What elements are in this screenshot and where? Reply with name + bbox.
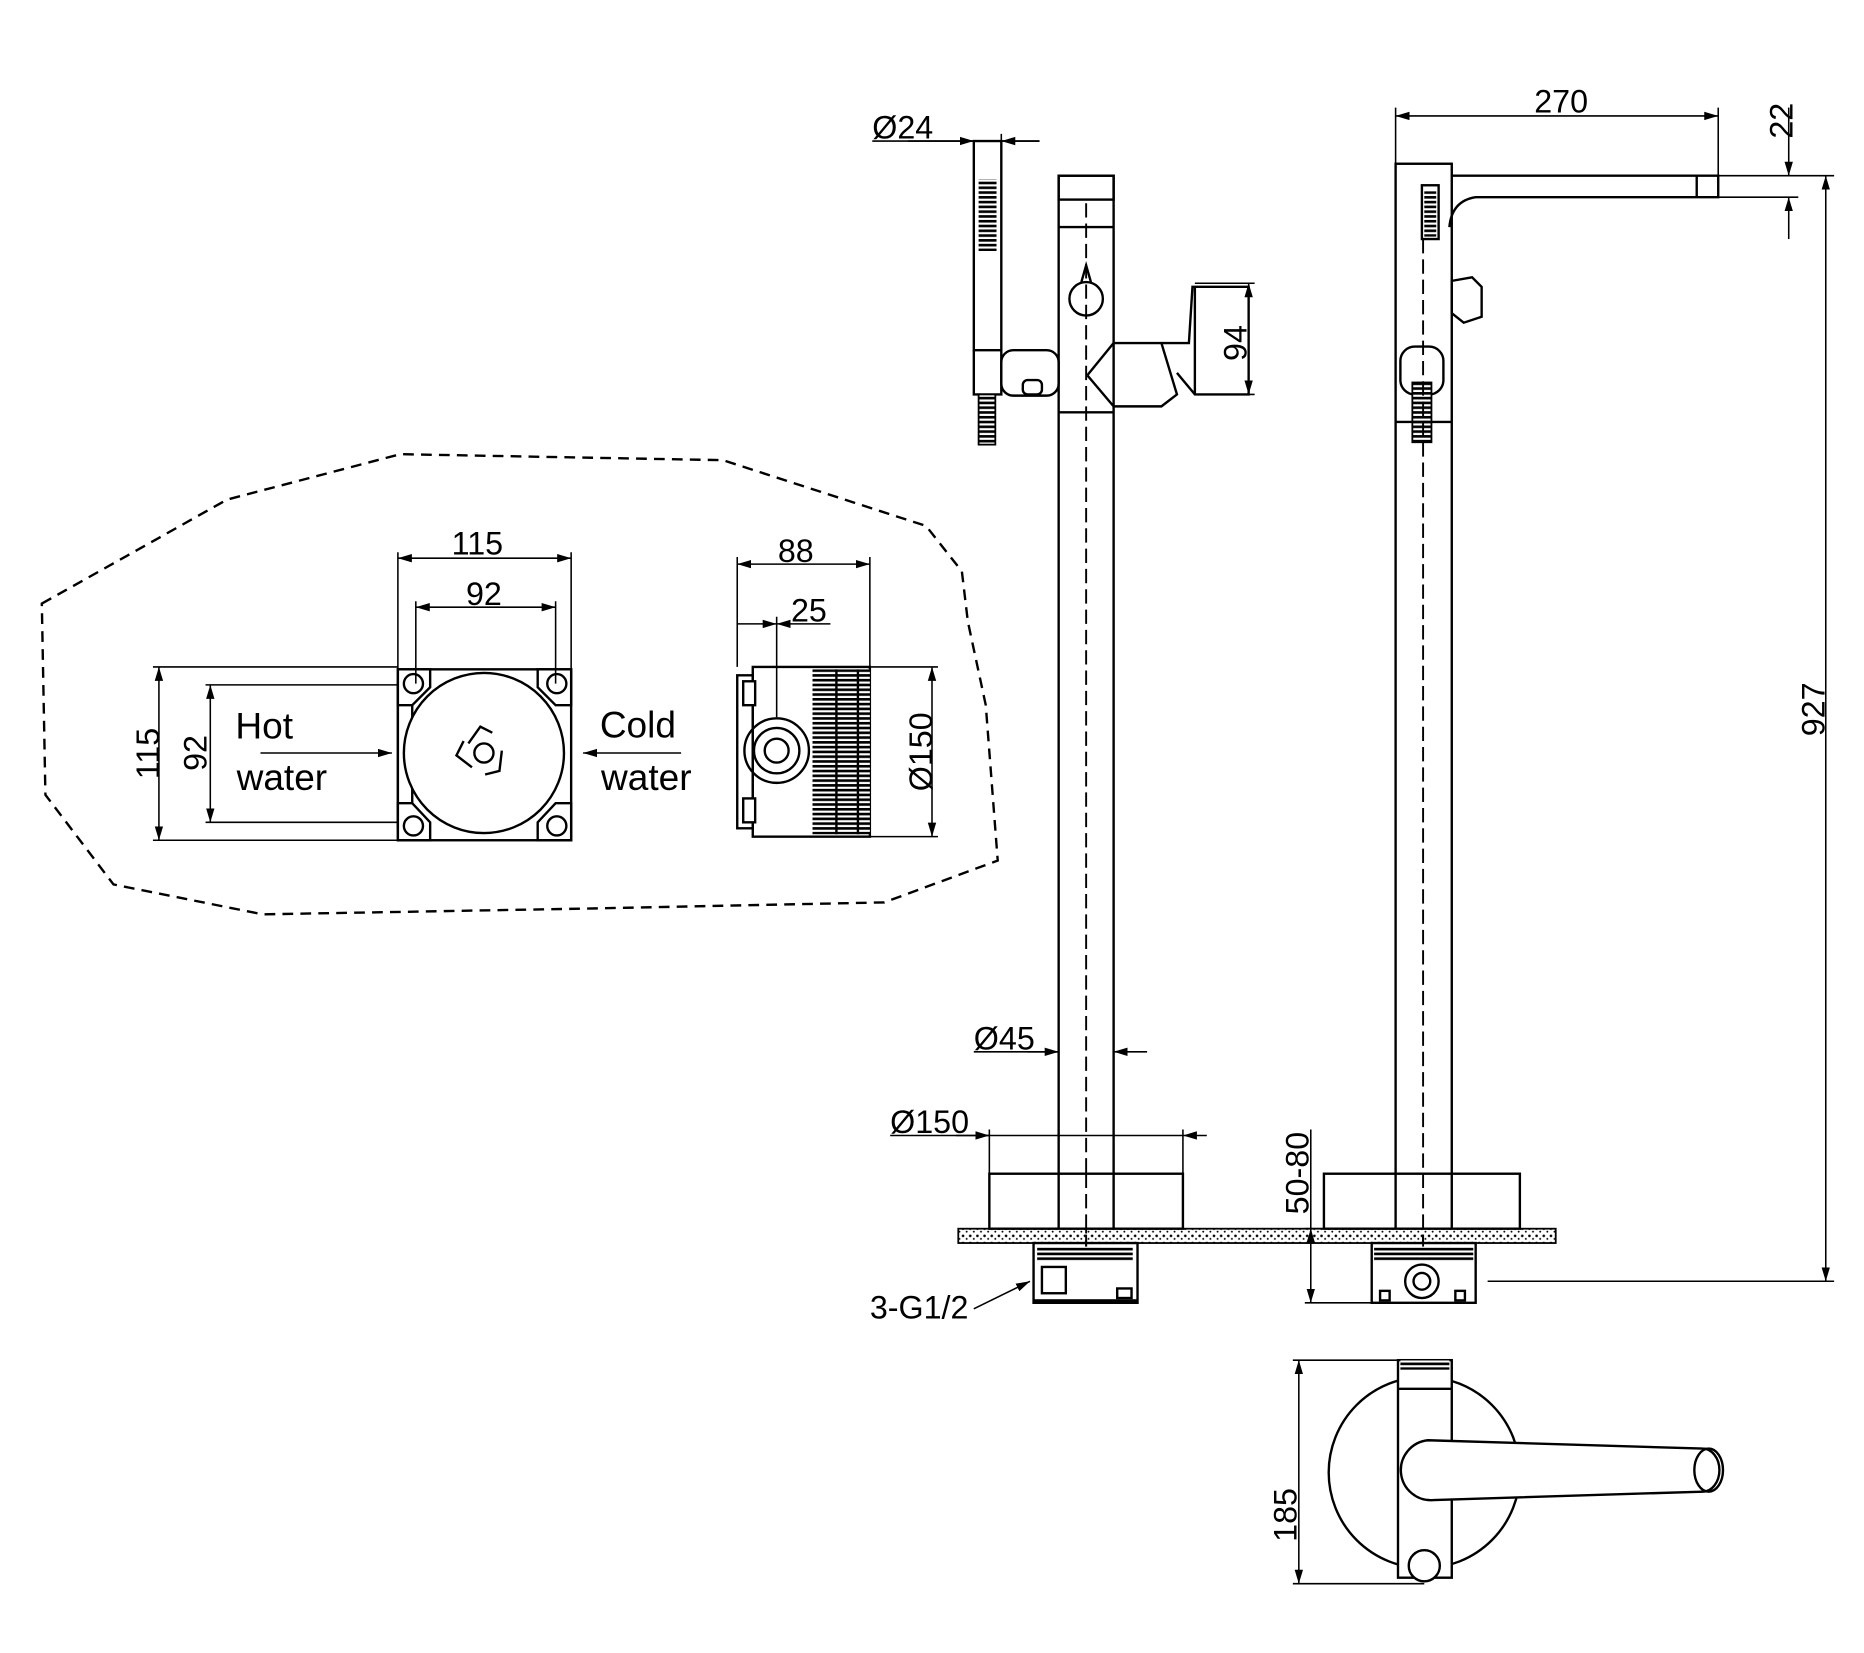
dim-base: Ø150 <box>890 1104 969 1140</box>
front-elevation: Ø24 94 Ø45 Ø150 3-G1/2 <box>870 110 1255 1325</box>
hot-label-2: water <box>236 756 328 798</box>
dim-outer-height: 115 <box>130 728 166 779</box>
detail-boundary-dashed <box>40 452 999 916</box>
box-front-view: Hot water Cold water 115 92 115 92 <box>130 526 692 842</box>
cold-label: Cold <box>600 703 676 745</box>
dim-total-height: 927 <box>1796 682 1832 736</box>
dim-box-diameter: Ø150 <box>903 712 939 791</box>
valve-body <box>402 671 566 835</box>
hand-shower <box>972 139 1060 446</box>
cold-label-2: water <box>600 756 692 798</box>
side-elevation: 270 22 927 50-80 <box>1279 83 1835 1304</box>
connection-label: 3-G1/2 <box>870 1289 969 1325</box>
dim-inner-height: 92 <box>178 735 214 771</box>
dim-inner-width: 92 <box>466 576 502 612</box>
concealed-box-front <box>1032 1241 1139 1304</box>
dim-depth: 88 <box>778 533 814 569</box>
dim-plate: 185 <box>1267 1488 1303 1542</box>
dim-column: Ø45 <box>974 1020 1035 1056</box>
hot-label: Hot <box>235 705 293 747</box>
dim-base-height: 50-80 <box>1279 1132 1315 1214</box>
dim-hand-shower: Ø24 <box>872 110 933 146</box>
dim-spout-height: 22 <box>1763 103 1799 139</box>
diverter-arm <box>1086 341 1179 408</box>
recycle-symbol-icon <box>454 725 504 776</box>
installation-box-detail: Hot water Cold water 115 92 115 92 88 25… <box>40 452 999 916</box>
box-side-view: 88 25 Ø150 <box>736 533 939 838</box>
dim-offset: 25 <box>791 593 827 629</box>
concealed-box-side <box>1370 1241 1477 1304</box>
top-view: 185 <box>1267 1358 1725 1585</box>
dim-diverter: 94 <box>1217 325 1253 361</box>
floor-section <box>957 1227 1557 1244</box>
dim-spout-reach: 270 <box>1534 83 1588 119</box>
dim-outer-width: 115 <box>452 526 503 562</box>
